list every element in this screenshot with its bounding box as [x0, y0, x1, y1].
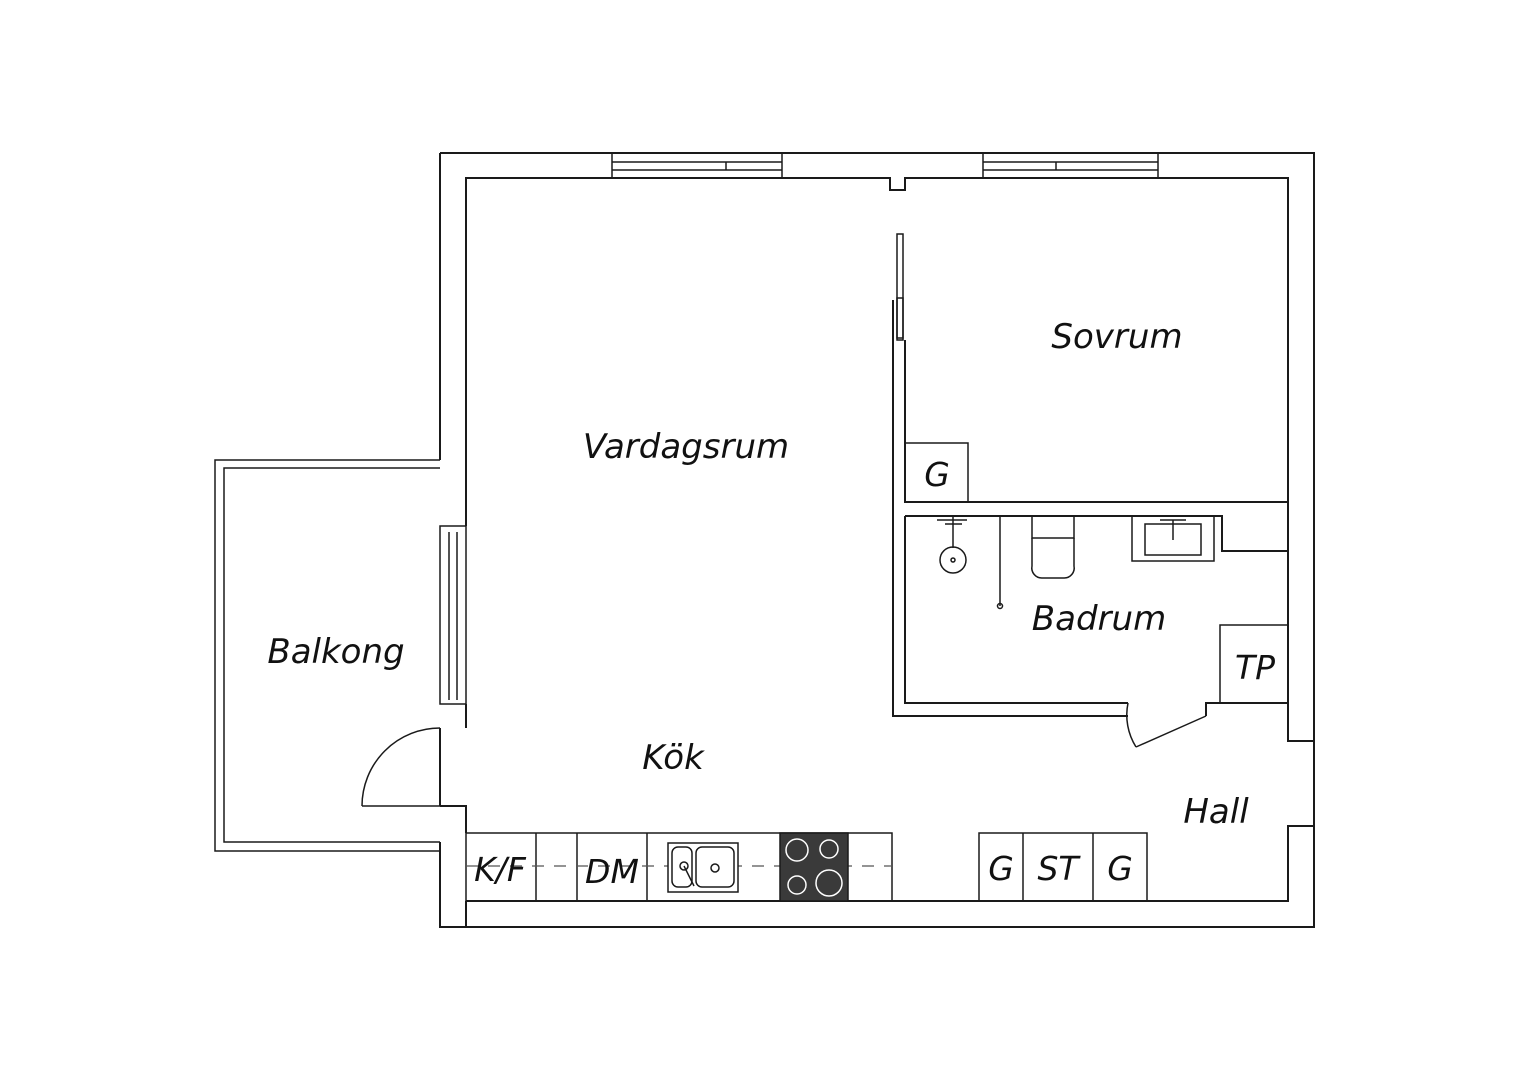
hall-cabinets: [978, 832, 1148, 902]
balcony-outline: [214, 459, 440, 852]
bedroom-wardrobe: [904, 442, 969, 503]
balcony-door-swing: [361, 727, 441, 807]
fixture-label-g-hall-right: G: [1107, 849, 1133, 888]
room-label-vardagsrum: Vardagsrum: [583, 427, 789, 467]
bedroom-wall: [892, 300, 1288, 717]
balcony-glazing: [439, 525, 467, 705]
fixture-label-g-bedroom: G: [924, 455, 950, 494]
shower-icon: [937, 516, 1004, 610]
kitchen-sink-icon: [667, 842, 739, 893]
fixture-label-kf: K/F: [474, 850, 527, 889]
stove-icon: [779, 832, 849, 902]
room-label-hall: Hall: [1183, 792, 1249, 832]
room-label-kok: Kök: [642, 738, 705, 778]
bathroom-door-swing: [1126, 702, 1207, 748]
fixture-label-st: ST: [1037, 849, 1081, 888]
laundry-cabinet: [1219, 624, 1289, 704]
fixture-label-dm: DM: [585, 852, 639, 891]
fixture-label-tp: TP: [1235, 648, 1275, 687]
room-label-balkong: Balkong: [267, 632, 404, 672]
window-living-room: [611, 152, 783, 179]
room-label-sovrum: Sovrum: [1051, 317, 1182, 357]
room-label-badrum: Badrum: [1032, 599, 1166, 639]
sliding-door: [896, 233, 904, 341]
bathroom-sink-icon: [1131, 515, 1215, 562]
fixture-label-g-hall-left: G: [988, 849, 1014, 888]
window-bedroom: [982, 152, 1159, 179]
toilet-icon: [1031, 515, 1075, 579]
